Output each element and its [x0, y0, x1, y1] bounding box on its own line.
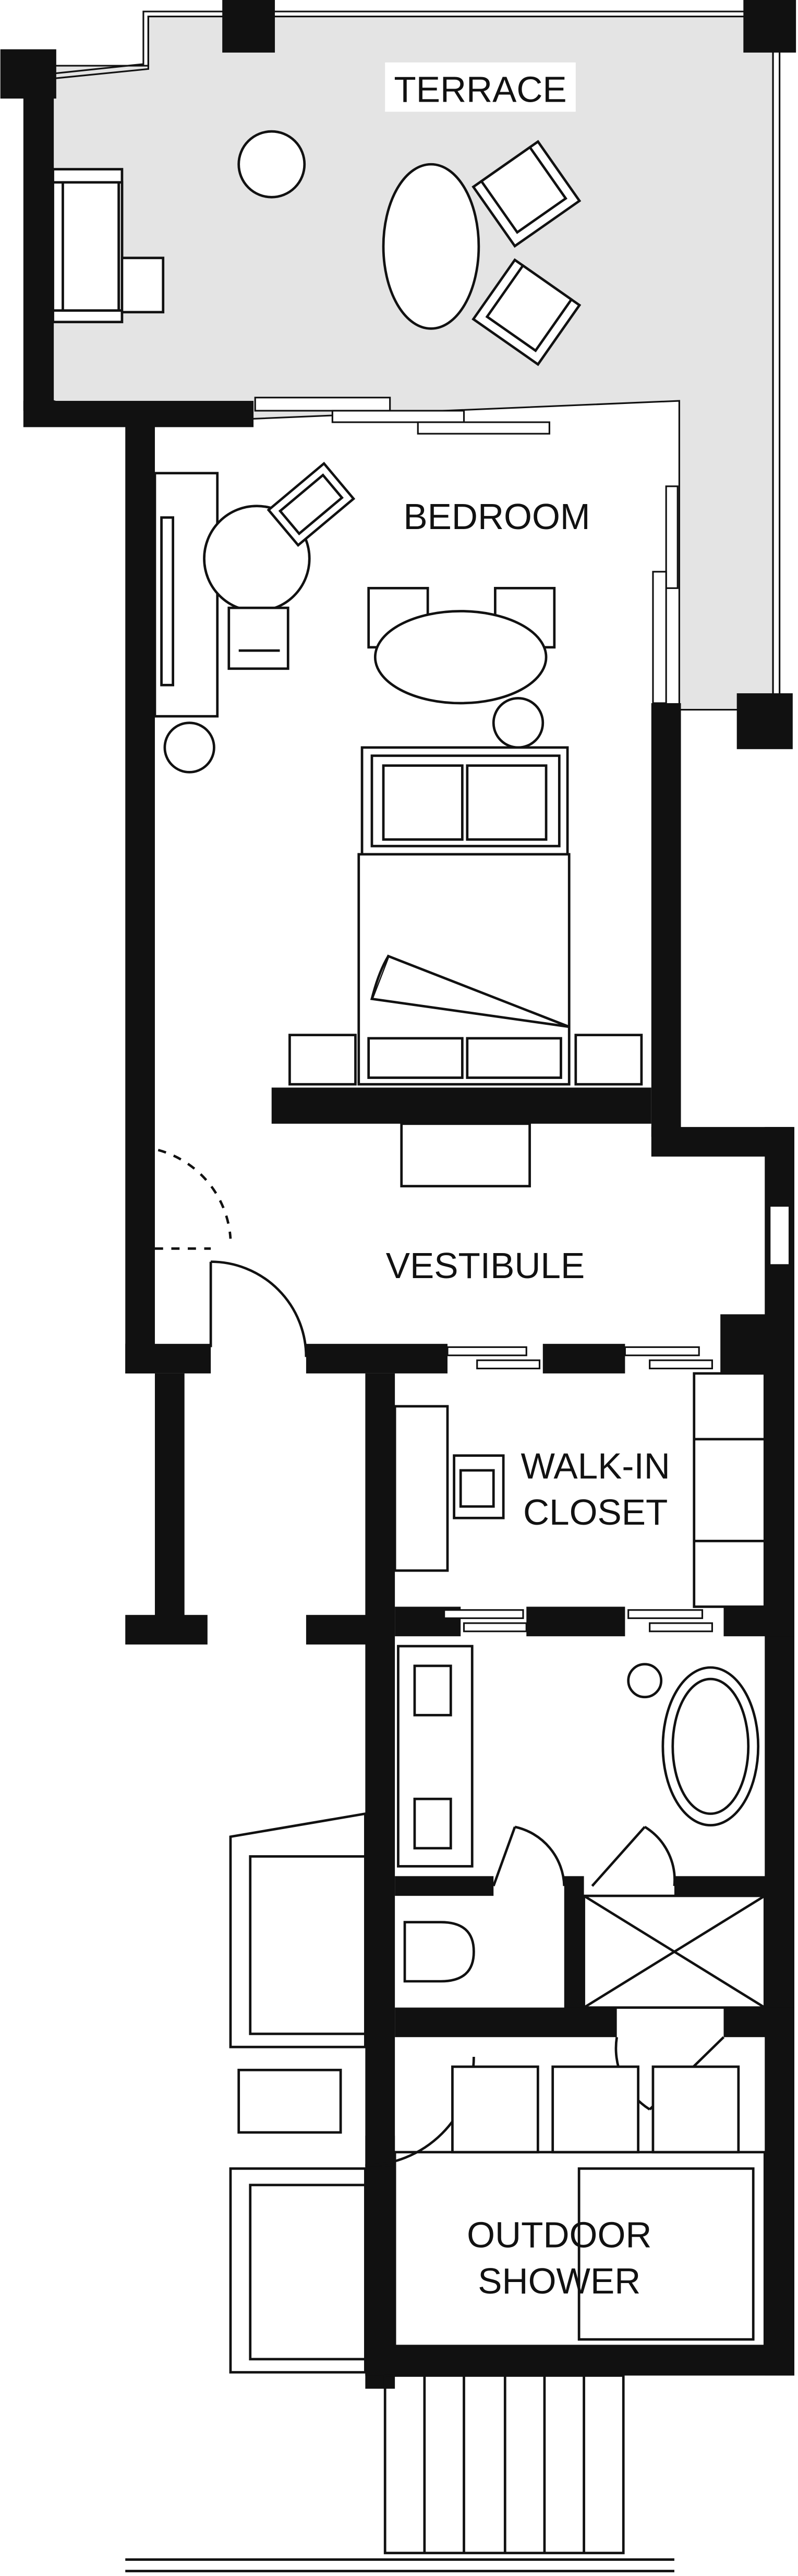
storage-bins	[393, 2065, 766, 2348]
door-swing-dashed	[154, 1148, 232, 1250]
sliding-door	[254, 397, 550, 435]
terrace-area: TERRACE	[0, 0, 796, 750]
terrace-railing	[50, 15, 231, 80]
closet-label-2: CLOSET	[523, 1492, 668, 1532]
bathtub	[661, 1666, 760, 1826]
lounge-chair	[52, 168, 165, 324]
chair	[227, 606, 289, 670]
wall-post	[222, 0, 275, 53]
wall-terrace-bottom	[23, 401, 254, 427]
desk-chair	[267, 461, 356, 547]
desk	[153, 472, 219, 718]
toilet	[403, 1921, 475, 1983]
vestibule-label: VESTIBULE	[386, 1245, 585, 1286]
terrace-label: TERRACE	[394, 69, 566, 109]
sliding-door	[652, 485, 679, 704]
oval-table	[382, 163, 480, 330]
window	[769, 1205, 791, 1266]
armchair	[471, 258, 582, 366]
side-table	[237, 130, 306, 199]
closet-furniture	[393, 1372, 766, 1608]
shower-label-2: SHOWER	[478, 2261, 640, 2301]
closet-sliding-door	[443, 1346, 713, 1633]
shower-stall	[583, 1894, 766, 2009]
deck-steps	[125, 2374, 674, 2572]
stool	[163, 721, 215, 774]
shower-label-1: OUTDOOR	[467, 2215, 651, 2255]
wall-post	[736, 693, 793, 750]
outdoor-lounger	[229, 1812, 367, 2374]
armchair	[471, 140, 582, 248]
bed	[288, 746, 643, 1086]
stool	[627, 1663, 663, 1699]
dining-set	[367, 586, 556, 705]
terrace-label-bg	[385, 62, 576, 112]
entry-door	[209, 1260, 308, 1357]
stool	[492, 697, 545, 749]
terrace-railing-inner	[50, 10, 231, 75]
walls	[125, 424, 795, 2389]
bedroom-label: BEDROOM	[403, 496, 590, 537]
console-table	[400, 1122, 531, 1187]
bath-door	[492, 1825, 676, 1887]
wall-post	[743, 0, 796, 53]
wall-terrace-left	[23, 66, 53, 411]
closet-label-1: WALK-IN	[521, 1446, 670, 1487]
vanity	[397, 1645, 474, 1868]
